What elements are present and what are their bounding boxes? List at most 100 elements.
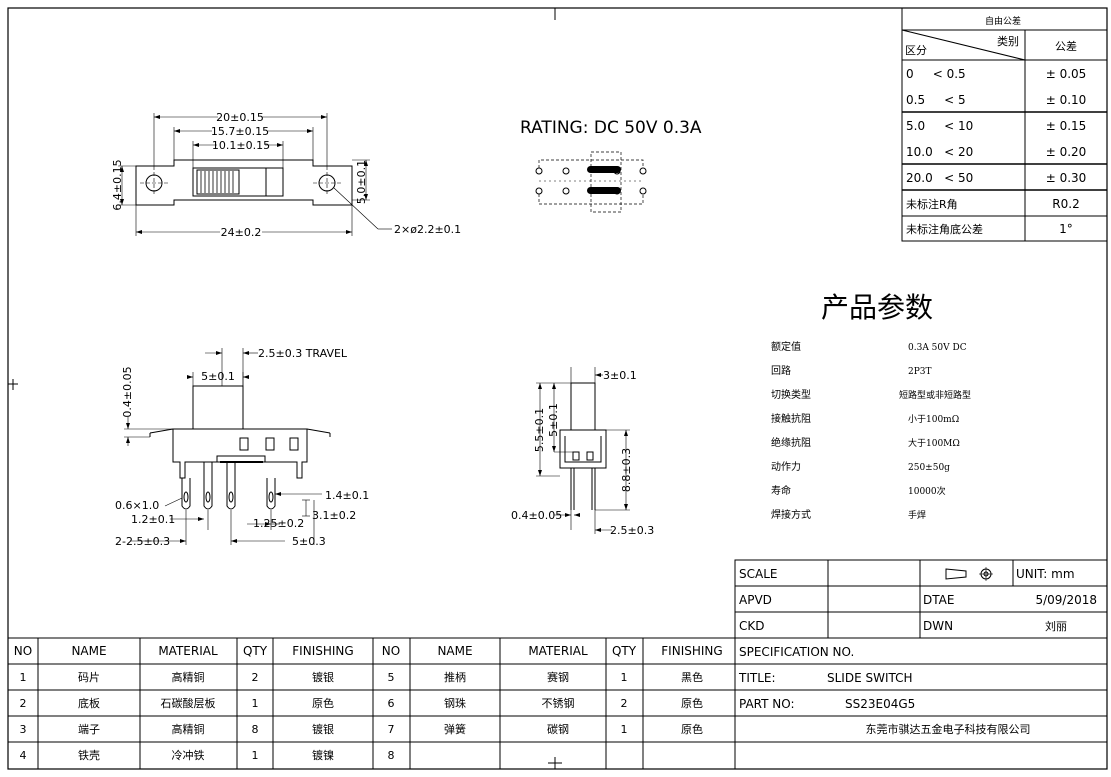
param-value: 短路型或非短路型 xyxy=(899,389,971,401)
projection-symbol xyxy=(945,567,993,581)
side-view-arrows xyxy=(538,373,628,532)
bom-cell: 镀银 xyxy=(312,670,334,684)
param-value: 250±50g xyxy=(908,463,950,473)
tolerance-header-range: 区分 xyxy=(905,44,927,57)
bom-header: NAME xyxy=(437,644,472,658)
front-view xyxy=(124,348,331,545)
dim-24: 24±0.2 xyxy=(221,226,262,239)
terminal-2 xyxy=(203,478,213,510)
bom-cell: 黑色 xyxy=(681,670,703,684)
side-actuator xyxy=(570,382,596,431)
params-title: 产品参数 xyxy=(821,291,933,324)
param-label: 绝缘抗阻 xyxy=(771,436,811,449)
bom-cell: 2 xyxy=(621,697,628,710)
dim-1-25: 1.25±0.2 xyxy=(253,517,304,530)
part-value: SS23E04G5 xyxy=(845,697,915,711)
title-value: SLIDE SWITCH xyxy=(827,671,913,685)
dim-0-4-side: 0.4±0.05 xyxy=(511,509,562,522)
bom-cell: 高精铜 xyxy=(172,722,205,736)
dim-8-8: 8.8±0.3 xyxy=(620,448,633,492)
bom-cell: 推柄 xyxy=(444,670,466,684)
dim-3-side: 3±0.1 xyxy=(603,369,637,382)
dim-5-5-side: 5.5±0.1 xyxy=(533,408,546,452)
side-housing xyxy=(559,429,607,469)
bom-cell: 1 xyxy=(252,749,259,762)
bom-header: QTY xyxy=(612,644,637,658)
terminal-4 xyxy=(266,478,276,510)
tolerance-range: 0.5 < 5 xyxy=(906,93,966,107)
dim-10-1: 10.1±0.15 xyxy=(212,139,270,152)
dim-1-2: 1.2±0.1 xyxy=(131,513,175,526)
part-label: PART NO: xyxy=(739,697,795,711)
tolerance-value: 1° xyxy=(1059,222,1073,236)
tolerance-range: 20.0 < 50 xyxy=(906,171,973,185)
tolerance-range: 10.0 < 20 xyxy=(906,145,973,159)
side-view xyxy=(536,367,630,534)
terminal-1 xyxy=(181,478,191,510)
tolerance-range: 未标注角底公差 xyxy=(906,222,983,236)
bom-cell: 端子 xyxy=(78,723,100,736)
dim-5-0: 5.0±0.1 xyxy=(355,160,368,204)
slider-knob xyxy=(196,169,240,195)
bom-header: NAME xyxy=(71,644,106,658)
title-block xyxy=(734,559,1108,770)
bom-cell: 6 xyxy=(388,697,395,710)
bom-cell: 码片 xyxy=(78,671,100,684)
dim-5-3: 5±0.3 xyxy=(292,535,326,548)
bom-cell: 弹簧 xyxy=(444,722,466,736)
param-label: 切换类型 xyxy=(771,388,811,401)
bom-cell: 2 xyxy=(20,697,27,710)
bom-cell: 碳钢 xyxy=(547,722,569,736)
title-label: TITLE: xyxy=(738,671,776,685)
slider-window xyxy=(192,167,284,197)
front-view-arrows xyxy=(126,351,281,543)
param-value: 小于100mΩ xyxy=(908,414,959,425)
tolerance-range: 5.0 < 10 xyxy=(906,119,973,133)
top-view-outline xyxy=(135,159,353,206)
bom-cell: 4 xyxy=(20,749,27,762)
bom-cell: 7 xyxy=(388,723,395,736)
bom-header: MATERIAL xyxy=(158,644,218,658)
bom-cell: 高精铜 xyxy=(172,670,205,684)
tolerance-range: 0 < 0.5 xyxy=(906,67,966,81)
param-label: 焊接方式 xyxy=(771,508,811,521)
spec-no: SPECIFICATION NO. xyxy=(739,645,854,659)
dim-20: 20±0.15 xyxy=(216,111,264,124)
bom-cell: 赛钢 xyxy=(547,670,569,684)
dim-0-4-front: 0.4±0.05 xyxy=(121,366,134,417)
terminal-3 xyxy=(226,478,236,510)
param-value: 0.3A 50V DC xyxy=(908,343,967,353)
housing xyxy=(172,428,308,479)
tolerance-value: ± 0.30 xyxy=(1046,171,1087,185)
bom-cell: 8 xyxy=(252,723,259,736)
bom-cell: 镀镍 xyxy=(312,748,334,762)
bom-cell: 镀银 xyxy=(312,722,334,736)
tolerance-value: R0.2 xyxy=(1052,197,1079,211)
bom-cell: 8 xyxy=(388,749,395,762)
param-value: 大于100MΩ xyxy=(908,437,960,449)
bom-header: FINISHING xyxy=(661,644,722,658)
bom-header: FINISHING xyxy=(292,644,353,658)
schematic xyxy=(535,151,647,213)
bom-header: MATERIAL xyxy=(528,644,588,658)
bom-cell: 1 xyxy=(621,671,628,684)
param-value: 10000次 xyxy=(908,485,946,497)
date: 5/09/2018 xyxy=(1035,593,1097,607)
bom-header: QTY xyxy=(243,644,268,658)
bom-cell: 2 xyxy=(252,671,259,684)
bom-cell: 底板 xyxy=(78,696,100,710)
unit: UNIT: mm xyxy=(1016,567,1075,581)
bom-cell: 铁壳 xyxy=(78,748,100,762)
dim-3-1: 3.1±0.2 xyxy=(312,509,356,522)
date-label: DTAE xyxy=(923,593,954,607)
param-label: 动作力 xyxy=(771,460,801,473)
bom-cell: 3 xyxy=(20,723,27,736)
param-value: 手焊 xyxy=(908,509,926,521)
dim-1-4: 1.4±0.1 xyxy=(325,489,369,502)
dim-15-7: 15.7±0.15 xyxy=(211,125,269,138)
tolerance-title: 自由公差 xyxy=(985,15,1021,27)
scale-label: SCALE xyxy=(739,567,777,581)
dim-0-6x1: 0.6×1.0 xyxy=(115,499,159,512)
dim-5-side: 5±0.1 xyxy=(547,403,560,437)
